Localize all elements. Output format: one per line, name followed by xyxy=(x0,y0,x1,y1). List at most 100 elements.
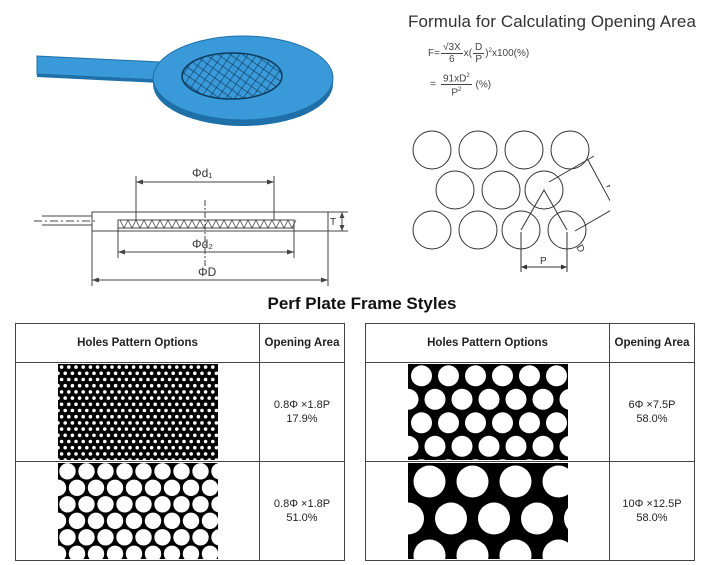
formula-d: D xyxy=(473,42,485,54)
hole xyxy=(84,433,89,438)
hole xyxy=(203,414,207,419)
hole xyxy=(167,427,171,431)
hole xyxy=(191,496,209,513)
hole xyxy=(156,445,161,450)
hole xyxy=(174,439,179,444)
hole xyxy=(214,458,218,460)
formula-times: x xyxy=(463,48,469,60)
hole xyxy=(170,396,175,400)
formula-tail-1: x100(%) xyxy=(491,48,530,60)
hole xyxy=(95,390,99,394)
hole xyxy=(58,463,76,480)
hole xyxy=(131,402,135,407)
hole xyxy=(127,383,132,388)
hole xyxy=(178,445,182,450)
hole xyxy=(57,445,60,450)
hole xyxy=(144,545,161,559)
hole xyxy=(115,496,133,513)
hole xyxy=(109,414,114,419)
hole xyxy=(167,414,171,419)
hole xyxy=(84,383,89,388)
hole xyxy=(57,545,66,559)
hole xyxy=(84,445,89,450)
hole xyxy=(106,445,110,450)
hole xyxy=(131,427,135,431)
hole xyxy=(77,371,81,376)
hole xyxy=(464,412,486,434)
hole xyxy=(106,408,110,413)
hole-circle xyxy=(458,210,498,250)
hole xyxy=(98,371,103,376)
opening-area-value: 51.0% xyxy=(286,512,318,524)
hole xyxy=(131,414,135,419)
hole xyxy=(188,452,193,456)
hole xyxy=(145,365,150,369)
hole xyxy=(77,421,81,425)
hole xyxy=(464,365,486,387)
hole xyxy=(57,479,66,496)
opening-area-value: 58.0% xyxy=(636,512,668,524)
hole xyxy=(160,365,164,369)
hole xyxy=(88,390,92,394)
hole xyxy=(188,439,193,444)
hole xyxy=(178,383,182,388)
hole xyxy=(451,435,472,457)
hole xyxy=(80,414,85,419)
hole xyxy=(57,458,60,460)
hole xyxy=(192,396,197,400)
hole xyxy=(201,479,218,496)
hole xyxy=(106,512,123,529)
hole xyxy=(153,496,171,513)
hole xyxy=(149,408,153,413)
hole xyxy=(120,421,125,425)
hole xyxy=(478,388,499,410)
hole xyxy=(210,496,218,513)
hole xyxy=(91,371,96,376)
hole xyxy=(196,414,200,419)
hole-pattern-image xyxy=(57,364,218,460)
spectacle-plate-illustration xyxy=(36,35,334,126)
hole xyxy=(210,377,215,382)
hole xyxy=(124,414,128,419)
hole xyxy=(57,371,60,376)
hole xyxy=(142,371,146,376)
hole xyxy=(199,445,204,450)
hole xyxy=(109,452,114,456)
hole xyxy=(203,452,207,456)
hole xyxy=(214,421,218,425)
hole xyxy=(84,408,89,413)
hole xyxy=(57,512,66,529)
hole xyxy=(102,439,107,444)
hole xyxy=(145,390,150,394)
hole xyxy=(96,496,114,513)
hole-spec: 6Φ ×7.5P xyxy=(628,399,676,411)
header-opening-area: Opening Area xyxy=(259,323,345,363)
hole xyxy=(62,421,67,425)
hole xyxy=(142,421,146,425)
hole xyxy=(109,377,114,382)
hole xyxy=(88,414,92,419)
hole xyxy=(84,396,89,400)
hole xyxy=(170,371,175,376)
table-header-row: Holes Pattern Options Opening Area xyxy=(365,323,695,363)
hole xyxy=(120,408,125,413)
hole xyxy=(124,390,128,394)
hole xyxy=(127,445,132,450)
hole xyxy=(138,377,143,382)
hole xyxy=(142,445,146,450)
hole xyxy=(145,402,150,407)
hole xyxy=(102,414,107,419)
hole xyxy=(196,427,200,431)
hole xyxy=(210,529,218,546)
hole xyxy=(91,421,96,425)
hole xyxy=(73,414,78,419)
hole xyxy=(520,502,553,535)
hole xyxy=(210,452,215,456)
hole xyxy=(80,377,85,382)
hole xyxy=(80,439,85,444)
hole xyxy=(102,365,107,369)
hole-pattern-table-left: Holes Pattern Options Opening Area 0.8Φ … xyxy=(15,323,345,561)
hole-diameter-label: D xyxy=(573,243,586,255)
hole xyxy=(192,383,197,388)
